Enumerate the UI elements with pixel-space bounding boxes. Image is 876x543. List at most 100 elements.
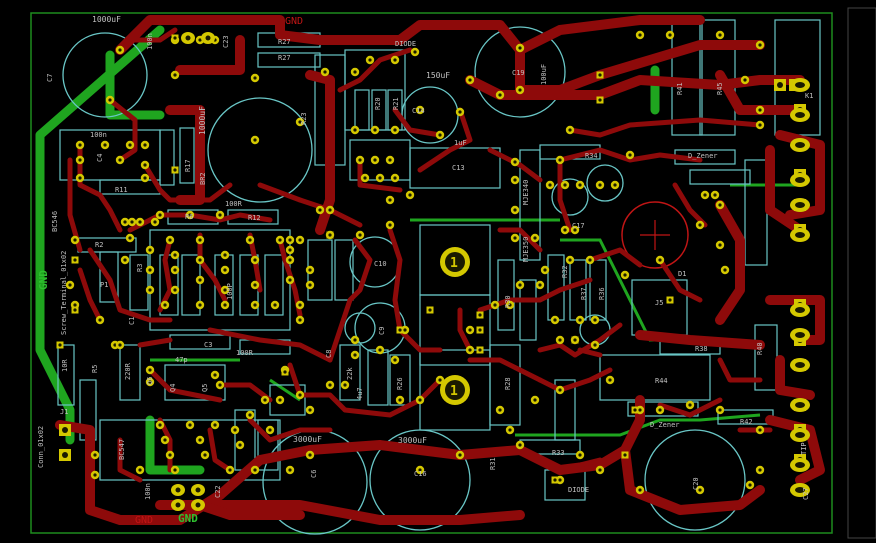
pad-hole bbox=[748, 483, 752, 487]
pad-hole bbox=[743, 78, 747, 82]
pad-hole bbox=[718, 408, 722, 412]
pad-hole bbox=[598, 73, 602, 77]
ref-r17: R17 bbox=[184, 159, 192, 172]
pad-hole bbox=[78, 143, 82, 147]
pad-hole bbox=[175, 502, 181, 508]
pad-hole bbox=[253, 468, 257, 472]
pad-hole bbox=[533, 236, 537, 240]
ref-r30: R30 bbox=[504, 295, 512, 308]
pad-hole bbox=[288, 248, 292, 252]
pad-hole bbox=[795, 362, 805, 368]
pad-hole bbox=[795, 487, 805, 493]
pad-hole bbox=[168, 238, 172, 242]
pad-hole bbox=[428, 308, 432, 312]
pad-hole bbox=[633, 408, 637, 412]
pad-hole bbox=[213, 373, 217, 377]
pad-hole bbox=[298, 393, 302, 397]
pad-hole bbox=[478, 348, 482, 352]
pad-hole bbox=[403, 328, 407, 332]
pad-hole bbox=[353, 70, 357, 74]
pad-hole bbox=[253, 76, 257, 80]
label-cap-3000uf-a: 3000uF bbox=[293, 435, 322, 444]
pad-hole bbox=[518, 283, 522, 287]
pad-hole bbox=[568, 128, 572, 132]
pad-hole bbox=[148, 268, 152, 272]
pad-hole bbox=[668, 33, 672, 37]
pad-hole bbox=[263, 398, 267, 402]
ref-r36: R36 bbox=[598, 287, 606, 300]
pad-hole bbox=[198, 258, 202, 262]
pad-hole bbox=[353, 128, 357, 132]
pad-hole bbox=[758, 468, 762, 472]
trimpot-outline bbox=[621, 201, 689, 269]
pad-hole bbox=[795, 232, 805, 238]
ref-r6: R6 bbox=[185, 213, 193, 221]
pad-hole bbox=[218, 213, 222, 217]
ref-c23: C23 bbox=[222, 35, 230, 48]
pad-hole bbox=[458, 453, 462, 457]
pad-hole bbox=[795, 177, 805, 183]
ref-r38: R38 bbox=[695, 345, 708, 353]
pad-hole bbox=[253, 138, 257, 142]
trimpot-cross bbox=[640, 220, 670, 250]
pad-hole bbox=[703, 193, 707, 197]
pad-hole bbox=[598, 468, 602, 472]
pad-hole bbox=[658, 258, 662, 262]
ref-r33: R33 bbox=[552, 449, 565, 457]
pad-hole bbox=[623, 273, 627, 277]
ref-c10: C10 bbox=[374, 260, 387, 268]
ref-c3: C3 bbox=[204, 341, 212, 349]
pad-hole bbox=[373, 158, 377, 162]
ref-c13: C13 bbox=[452, 164, 465, 172]
pad-hole bbox=[638, 33, 642, 37]
pad-hole bbox=[223, 268, 227, 272]
pad-hole bbox=[323, 70, 327, 74]
ref-c16: C16 bbox=[414, 470, 427, 478]
pad-hole bbox=[468, 78, 472, 82]
ref-r11: R11 bbox=[115, 186, 128, 194]
val-100uf: 100uF bbox=[540, 64, 548, 85]
pad-hole bbox=[713, 193, 717, 197]
pad-hole bbox=[623, 453, 627, 457]
ref-p1: P1 bbox=[100, 281, 108, 289]
pad-hole bbox=[758, 108, 762, 112]
pad-hole bbox=[588, 258, 592, 262]
val-47p: 47p bbox=[175, 356, 188, 364]
pad-hole bbox=[533, 398, 537, 402]
pad-hole bbox=[238, 443, 242, 447]
ref-r12: R12 bbox=[248, 214, 261, 222]
pad-hole bbox=[558, 478, 562, 482]
capacitor-value-labels: 1000uF 1000uF 3000uF 3000uF 150uF bbox=[92, 15, 450, 445]
pad-hole bbox=[393, 358, 397, 362]
pad-hole bbox=[413, 50, 417, 54]
pad-hole bbox=[248, 238, 252, 242]
pad-hole bbox=[58, 343, 62, 347]
pad-hole bbox=[718, 33, 722, 37]
pad-hole bbox=[173, 253, 177, 257]
pad-hole bbox=[198, 278, 202, 282]
val-100n-b: 100n bbox=[90, 131, 107, 139]
val-screw-terminal: Screw_Terminal_01x02 bbox=[60, 251, 68, 335]
ref-c9: C9 bbox=[378, 327, 386, 335]
pad-hole bbox=[498, 93, 502, 97]
pad-hole bbox=[513, 236, 517, 240]
pad-hole bbox=[593, 343, 597, 347]
pad-hole bbox=[148, 380, 152, 384]
val-mje340: MJE340 bbox=[522, 180, 530, 205]
pad-hole bbox=[153, 220, 157, 224]
pad-hole bbox=[558, 158, 562, 162]
ref-r28: R28 bbox=[504, 377, 512, 390]
pad-hole bbox=[113, 343, 117, 347]
pad-hole bbox=[73, 303, 77, 307]
pad-hole bbox=[393, 128, 397, 132]
pad-hole bbox=[195, 487, 201, 493]
pad-hole bbox=[438, 133, 442, 137]
pad-hole bbox=[143, 163, 147, 167]
pad-hole bbox=[598, 98, 602, 102]
pad-hole bbox=[283, 370, 287, 374]
pad-hole bbox=[398, 328, 402, 332]
pad-hole bbox=[278, 398, 282, 402]
pad-hole bbox=[218, 383, 222, 387]
pad-hole bbox=[308, 283, 312, 287]
